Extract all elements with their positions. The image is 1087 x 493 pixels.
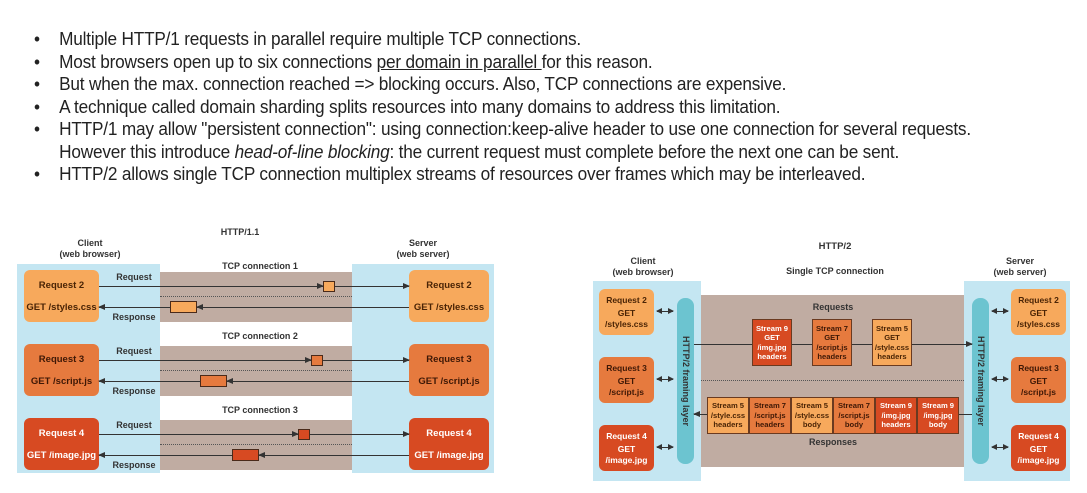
request-label: Request — [116, 272, 152, 282]
server-request-box: Request 2 GET /styles.css — [409, 270, 489, 322]
request-label: Request — [116, 346, 152, 356]
request-stream-frame: Stream 9 GET /img.jpg headers — [752, 319, 792, 366]
client-request-box: Request 4 GET /image.jpg — [24, 418, 99, 470]
lane-divider — [160, 370, 352, 371]
request-arrow — [99, 283, 324, 289]
http2-subtitle: Single TCP connection — [786, 266, 884, 276]
tcp-connection-lane — [160, 272, 352, 322]
requests-label: Requests — [812, 302, 854, 312]
http11-title: HTTP/1.1 — [220, 227, 260, 237]
response-stream-frame: Stream 7 /script.js headers — [749, 397, 791, 434]
request-arrow-to-server — [323, 357, 410, 363]
client-framing-layer: HTTP/2 framing layer — [677, 298, 694, 464]
bullet-1: Multiple HTTP/1 requests in parallel req… — [34, 28, 992, 51]
http11-server-sub: (web server) — [396, 249, 450, 259]
http2-server-label: Server — [1005, 256, 1035, 266]
response-label: Response — [112, 386, 156, 396]
bidirectional-arrow-icon — [991, 444, 1009, 450]
http11-client-sub: (web browser) — [59, 249, 121, 259]
server-request-box: Request 4 GET/image.jpg — [1011, 425, 1066, 471]
client-request-box: Request 3 GET/script.js — [599, 357, 654, 403]
http11-server-label: Server — [408, 238, 438, 248]
client-request-box: Request 2 GET /styles.css — [24, 270, 99, 322]
response-arrow — [226, 378, 409, 384]
response-packet — [232, 449, 259, 461]
http2-client-sub: (web browser) — [612, 267, 674, 277]
response-packet — [170, 301, 197, 313]
bullet-3: But when the max. connection reached => … — [34, 73, 992, 96]
bidirectional-arrow-icon — [656, 308, 674, 314]
bullet-2: Most browsers open up to six connections… — [34, 51, 992, 74]
response-packet — [200, 375, 227, 387]
server-framing-layer: HTTP/2 framing layer — [972, 298, 989, 464]
response-label: Response — [112, 460, 156, 470]
response-arrow-to-client — [98, 378, 200, 384]
tcp-connection-label: TCP connection 1 — [222, 261, 298, 271]
request-arrow-to-server — [335, 283, 410, 289]
bidirectional-arrow-icon — [656, 444, 674, 450]
bullet-list: Multiple HTTP/1 requests in parallel req… — [34, 28, 992, 186]
http2-title: HTTP/2 — [818, 241, 852, 252]
response-stream-frame: Stream 5 /style.css headers — [707, 397, 749, 434]
bullet-6: HTTP/2 allows single TCP connection mult… — [34, 163, 992, 186]
request-packet — [323, 281, 335, 292]
server-request-box: Request 4 GET /image.jpg — [409, 418, 489, 470]
response-stream-frame: Stream 9 /img.jpg body — [917, 397, 959, 434]
response-stream-frame: Stream 5 /style.css body — [791, 397, 833, 434]
underlined-phrase: per domain in parallel — [376, 50, 542, 72]
client-request-box: Request 3 GET /script.js — [24, 344, 99, 396]
tcp-connection-lane — [160, 420, 352, 470]
request-arrow — [99, 357, 312, 363]
request-label: Request — [116, 420, 152, 430]
tcp-connection-lane — [160, 346, 352, 396]
response-label: Response — [112, 312, 156, 322]
request-stream-frame: Stream 7 GET /script.js headers — [812, 319, 852, 366]
response-arrow-to-client — [98, 304, 170, 310]
request-arrow — [99, 431, 299, 437]
server-request-box: Request 3 GET/script.js — [1011, 357, 1066, 403]
bullet-5: HTTP/1 may allow "persistent connection"… — [34, 118, 992, 163]
bullet-4: A technique called domain sharding split… — [34, 96, 992, 119]
responses-label: Responses — [808, 437, 858, 447]
lane-divider — [160, 444, 352, 445]
tcp-connection-label: TCP connection 2 — [222, 331, 298, 341]
tcp-connection-label: TCP connection 3 — [222, 405, 298, 415]
bidirectional-arrow-icon — [656, 376, 674, 382]
http11-client-label: Client — [77, 238, 103, 248]
bidirectional-arrow-icon — [991, 376, 1009, 382]
client-request-box: Request 2 GET/styles.css — [599, 289, 654, 335]
server-request-box: Request 2 GET/styles.css — [1011, 289, 1066, 335]
response-stream-frame: Stream 9 /img.jpg headers — [875, 397, 917, 434]
request-packet — [311, 355, 323, 366]
italic-phrase: head-of-line blocking — [234, 140, 390, 162]
http2-server-sub: (web server) — [993, 267, 1047, 277]
request-stream-frame: Stream 5 GET /style.css headers — [872, 319, 912, 366]
response-arrow — [196, 304, 409, 310]
server-request-box: Request 3 GET /script.js — [409, 344, 489, 396]
request-packet — [298, 429, 310, 440]
response-arrow — [258, 452, 409, 458]
request-arrow-to-server — [310, 431, 410, 437]
http2-client-label: Client — [630, 256, 656, 266]
client-request-box: Request 4 GET/image.jpg — [599, 425, 654, 471]
response-stream-frame: Stream 7 /script.js body — [833, 397, 875, 434]
direction-divider — [701, 380, 964, 381]
lane-divider — [160, 296, 352, 297]
http11-diagram: HTTP/1.1 Client (web browser) Server (we… — [0, 0, 540, 493]
bidirectional-arrow-icon — [991, 308, 1009, 314]
response-arrow-to-client — [98, 452, 232, 458]
